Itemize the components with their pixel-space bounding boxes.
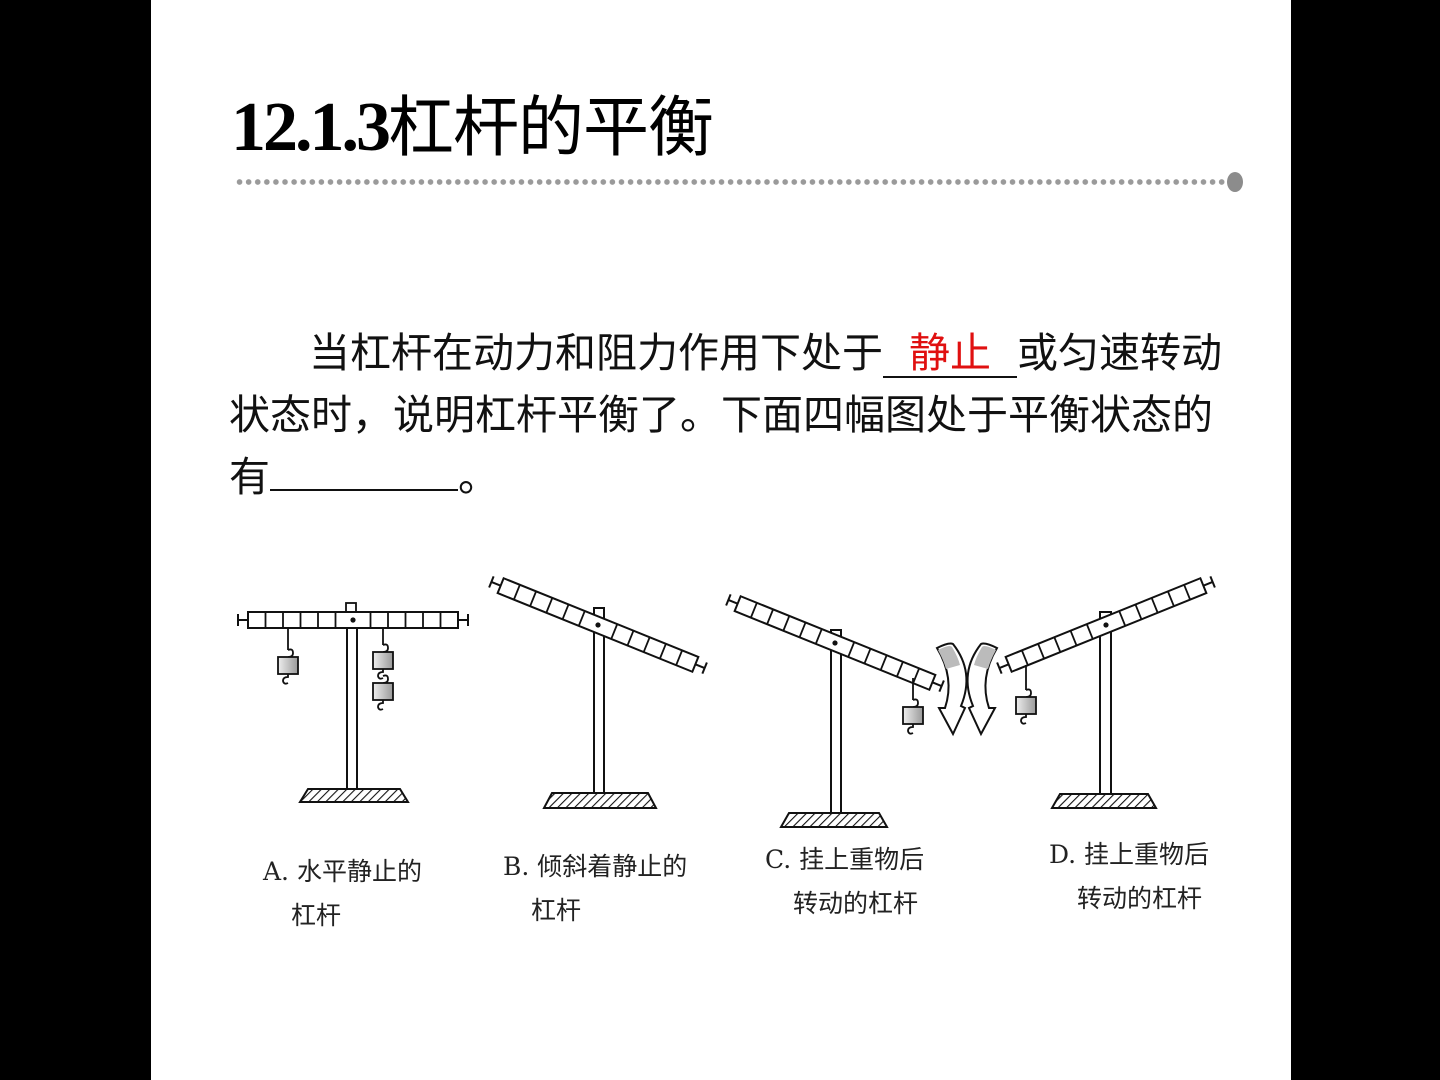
caption-c: C. 挂上重物后 转动的杠杆 bbox=[765, 845, 925, 918]
slide: 12.1.3杠杆的平衡 当杠杆在动力和阻力作用下处于静止或匀速转动 状态时，说明… bbox=[151, 0, 1291, 1080]
lever-figures bbox=[237, 573, 1217, 828]
clockwise-arrow-icon bbox=[935, 642, 968, 737]
figure-b-tilted-lever bbox=[487, 573, 709, 809]
page-title: 12.1.3杠杆的平衡 bbox=[231, 88, 714, 168]
paragraph-line-1: 当杠杆在动力和阻力作用下处于静止或匀速转动 bbox=[309, 329, 1222, 378]
question-paragraph: 当杠杆在动力和阻力作用下处于静止或匀速转动 状态时，说明杠杆平衡了。下面四幅图处… bbox=[229, 322, 1222, 508]
caption-b: B. 倾斜着静止的 杠杆 bbox=[503, 852, 688, 925]
figure-c-rotating-lever-clockwise bbox=[724, 591, 968, 828]
paragraph-line-3: 有。 bbox=[229, 453, 499, 501]
counterclockwise-arrow-icon bbox=[966, 642, 999, 737]
title-section-number: 12.1.3 bbox=[231, 89, 391, 166]
paragraph-line-2: 状态时，说明杠杆平衡了。下面四幅图处于平衡状态的 bbox=[229, 391, 1213, 439]
figure-a-horizontal-lever bbox=[237, 602, 469, 803]
answer-blank-1: 静止 bbox=[883, 330, 1017, 378]
caption-d: D. 挂上重物后 转动的杠杆 bbox=[1049, 840, 1210, 913]
divider-end-dot bbox=[1227, 172, 1243, 192]
title-text: 杠杆的平衡 bbox=[388, 89, 714, 166]
dotted-divider bbox=[235, 178, 1233, 186]
answer-text: 静止 bbox=[909, 329, 991, 377]
answer-blank-2 bbox=[270, 489, 458, 491]
figure-d-rotating-lever-counterclockwise bbox=[966, 573, 1217, 809]
caption-a: A. 水平静止的 杠杆 bbox=[263, 857, 422, 930]
